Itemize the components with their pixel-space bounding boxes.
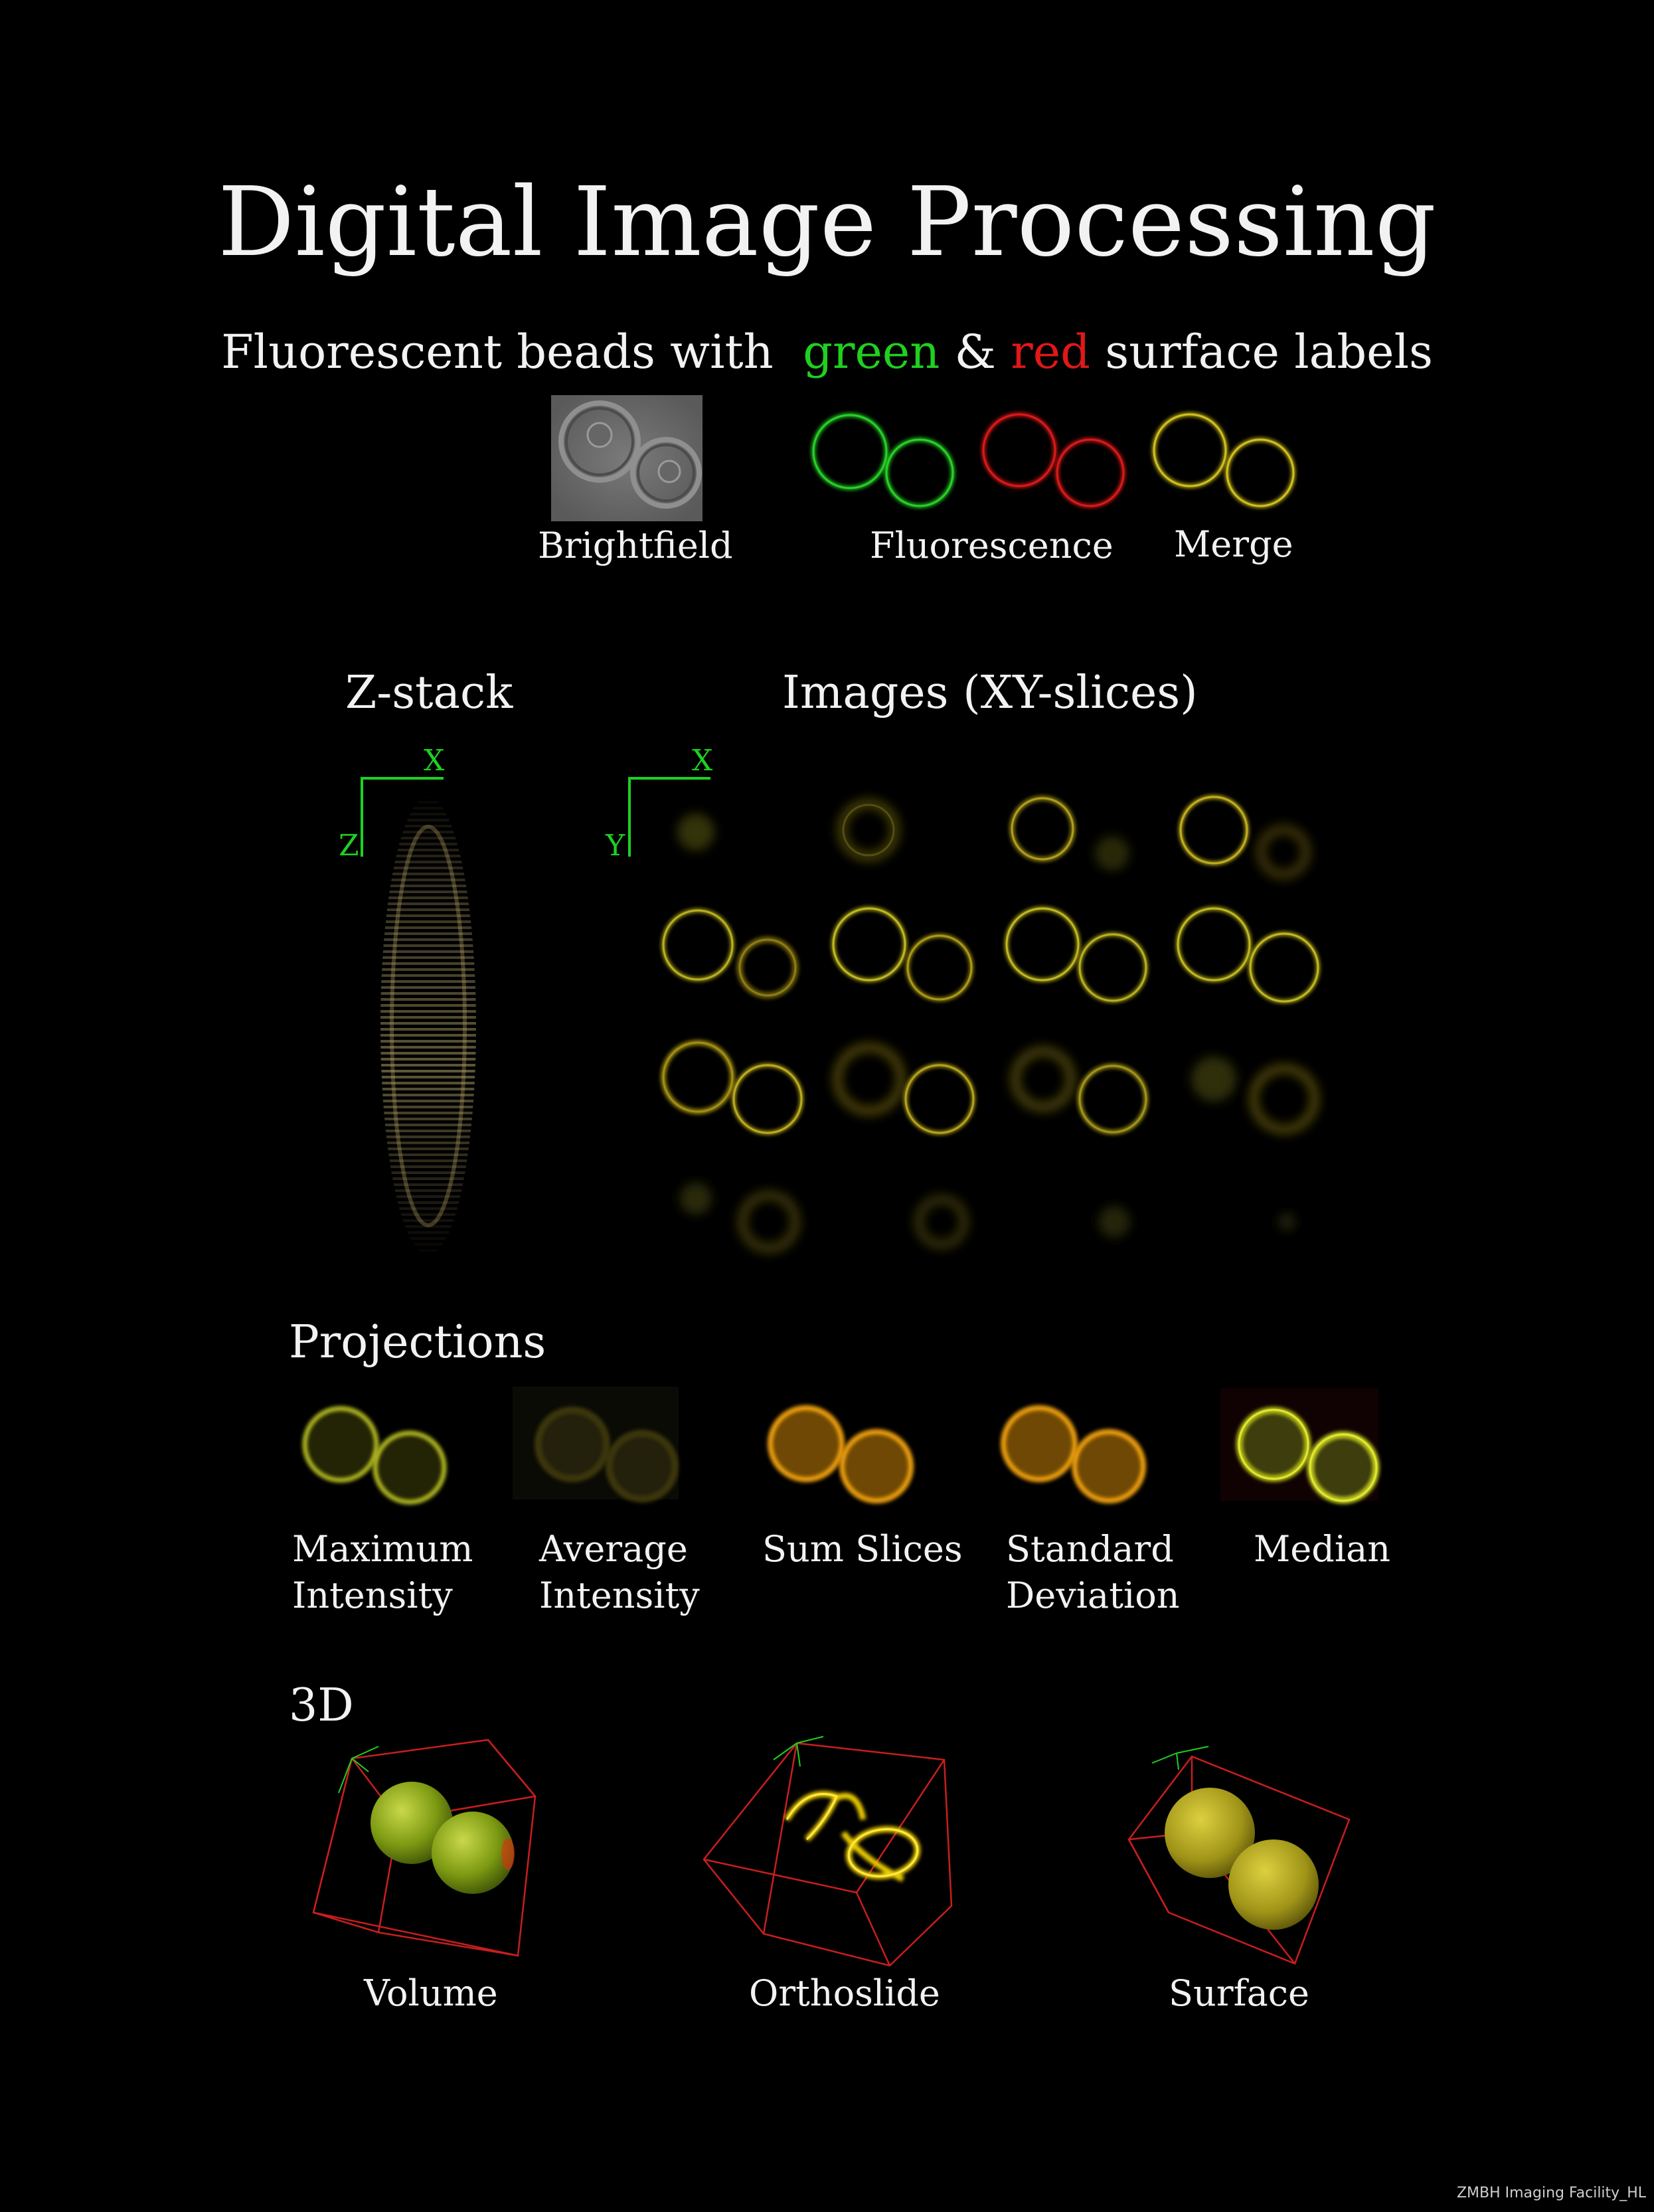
xy-slice-06 <box>831 906 973 1001</box>
projection-label-median: Median <box>1254 1528 1391 1570</box>
subtitle-green-word: green <box>803 325 940 379</box>
render-volume-image <box>312 1739 537 1957</box>
label-merge: Merge <box>1174 523 1293 565</box>
projection-median-image <box>1220 1388 1380 1504</box>
xy-slice-09 <box>661 1040 803 1135</box>
projection-label-stddev-line1: Standard <box>1006 1528 1174 1570</box>
zstack-image <box>372 790 485 1262</box>
credit-text: ZMBH Imaging Facility_HL <box>1456 2185 1646 2201</box>
xy-slice-15 <box>1098 1206 1130 1238</box>
projection-maximum-image <box>302 1406 447 1505</box>
page-title: Digital Image Processing <box>218 166 1436 278</box>
xy-slice-08 <box>1176 906 1320 1003</box>
zstack-axes <box>361 777 444 857</box>
fluorescence-green-image <box>811 413 955 508</box>
projection-label-stddev-line2: Deviation <box>1006 1574 1180 1616</box>
xy-slice-10 <box>833 1043 975 1135</box>
render-orthoslide-image <box>703 1736 953 1967</box>
xy-slices-grid <box>661 795 1320 1253</box>
xy-slices-heading: Images (XY-slices) <box>782 667 1198 719</box>
projection-label-maximum-line2: Intensity <box>292 1574 453 1616</box>
projection-label-sum: Sum Slices <box>762 1528 963 1570</box>
projection-stddev-image <box>1001 1405 1146 1503</box>
xy-slice-05 <box>661 908 799 999</box>
xy-slice-12 <box>1191 1057 1319 1134</box>
render3d-label-volume: Volume <box>364 1972 498 2014</box>
subtitle-amp: & <box>954 325 996 379</box>
subtitle: Fluorescent beads with green & red surfa… <box>0 329 1654 375</box>
render3d-heading: 3D <box>289 1679 354 1732</box>
xy-slice-13 <box>680 1183 800 1253</box>
merge-image <box>1152 412 1295 508</box>
brightfield-image <box>551 395 703 521</box>
projections-heading: Projections <box>289 1316 546 1369</box>
xy-axes <box>628 777 710 857</box>
xy-slice-03 <box>1009 796 1129 871</box>
projection-label-average-line2: Intensity <box>539 1574 700 1616</box>
projection-sum-image <box>768 1405 914 1503</box>
projection-label-maximum-line1: Maximum <box>292 1528 473 1570</box>
projection-label-average-line1: Average <box>539 1528 688 1570</box>
render3d-label-orthoslide: Orthoslide <box>749 1972 940 2014</box>
xy-slice-14 <box>914 1195 969 1249</box>
label-fluorescence: Fluorescence <box>870 525 1114 566</box>
xy-slice-07 <box>1005 906 1148 1003</box>
subtitle-suffix: surface labels <box>1105 325 1433 379</box>
subtitle-prefix: Fluorescent beads with <box>221 325 774 379</box>
zstack-axis-x-label: X <box>424 744 445 778</box>
xy-slice-01 <box>677 813 714 851</box>
xy-axis-y-label: Y <box>606 829 625 863</box>
xy-slice-04 <box>1179 795 1311 879</box>
subtitle-red-word: red <box>1011 325 1090 379</box>
render-surface-image <box>1127 1746 1351 1965</box>
zstack-heading: Z-stack <box>345 667 513 719</box>
xy-axis-x-label: X <box>692 744 713 778</box>
fluorescence-red-image <box>981 412 1125 508</box>
zstack-axis-z-label: Z <box>339 829 359 863</box>
xy-slice-16 <box>1278 1213 1296 1231</box>
projection-average-image <box>513 1387 679 1503</box>
label-brightfield: Brightfield <box>538 525 733 566</box>
xy-slice-02 <box>837 799 900 861</box>
render3d-label-surface: Surface <box>1169 1972 1309 2014</box>
xy-slice-11 <box>1011 1047 1149 1135</box>
